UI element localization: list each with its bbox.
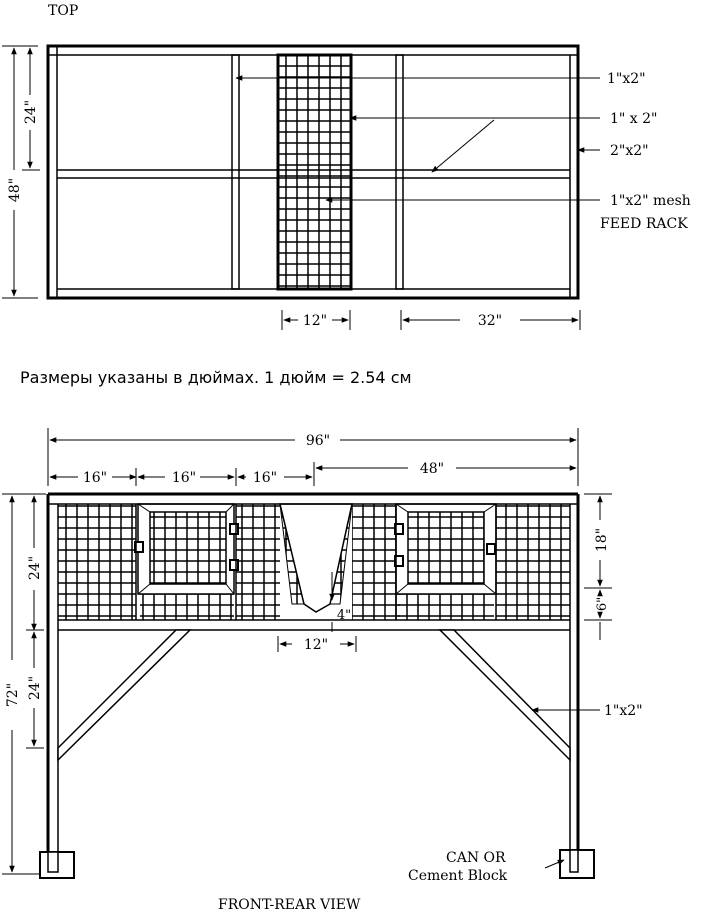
front-title: FRONT-REAR VIEW bbox=[218, 897, 361, 912]
label-mesh: 1"x2" mesh bbox=[610, 193, 691, 209]
dim-12-top: 12" bbox=[303, 313, 327, 329]
door-left bbox=[150, 512, 226, 590]
label-1x2-b: 1" x 2" bbox=[610, 111, 658, 127]
top-frame bbox=[46, 44, 580, 300]
door-right bbox=[404, 512, 484, 590]
dim-4: 4" bbox=[337, 608, 351, 623]
feed-rack-mesh bbox=[276, 53, 353, 291]
dim-32-top: 32" bbox=[478, 313, 502, 329]
dim-72: 72" bbox=[5, 683, 21, 707]
top-callouts bbox=[235, 75, 600, 203]
label-can-or: CAN OR bbox=[446, 850, 506, 866]
label-2x2: 2"x2" bbox=[610, 143, 649, 159]
dim-16-b: 16" bbox=[172, 470, 196, 486]
units-note: Размеры указаны в дюймах. 1 дюйм = 2.54 … bbox=[20, 368, 412, 387]
dim-24-top: 24" bbox=[23, 100, 39, 124]
front-dim-96 bbox=[47, 428, 579, 486]
front-dim-right bbox=[584, 493, 612, 640]
top-dim-24 bbox=[22, 47, 40, 171]
label-cement-block: Cement Block bbox=[408, 868, 508, 884]
top-title: TOP bbox=[48, 3, 78, 19]
label-1x2-front: 1"x2" bbox=[604, 703, 643, 719]
dim-24-front-b: 24" bbox=[27, 676, 43, 700]
dim-12-front: 12" bbox=[304, 637, 328, 653]
label-1x2-a: 1"x2" bbox=[607, 71, 646, 87]
dim-48-front: 48" bbox=[420, 461, 444, 477]
dim-96: 96" bbox=[306, 433, 330, 449]
front-dim-16s bbox=[49, 462, 577, 486]
dim-18: 18" bbox=[594, 528, 610, 552]
dim-48-top: 48" bbox=[7, 178, 23, 202]
top-dim-12 bbox=[281, 310, 351, 330]
front-callouts bbox=[531, 707, 600, 869]
top-dim-48 bbox=[2, 45, 38, 299]
dim-16-c: 16" bbox=[253, 470, 277, 486]
label-feed-rack: FEED RACK bbox=[600, 216, 688, 232]
front-dim-feeder bbox=[277, 572, 357, 652]
dim-24-front-a: 24" bbox=[27, 556, 43, 580]
dim-6: 6" bbox=[595, 597, 610, 611]
dim-16-a: 16" bbox=[83, 470, 107, 486]
top-dim-32 bbox=[400, 310, 581, 330]
cage-front bbox=[39, 492, 595, 879]
front-dim-left bbox=[2, 493, 46, 875]
